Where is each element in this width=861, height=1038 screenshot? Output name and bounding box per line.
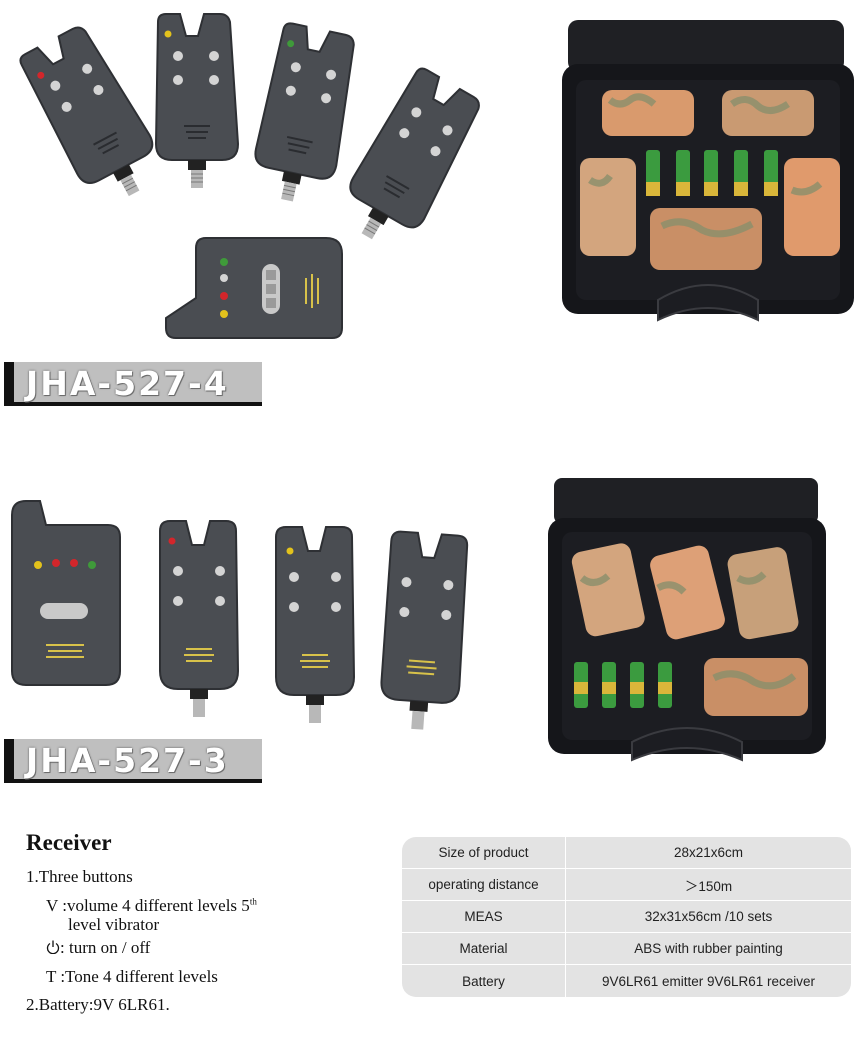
model-banner-jha-527-4: JHA-527-4: [4, 362, 262, 406]
spec-value: ＞150m: [684, 878, 733, 894]
receiver-heading: Receiver: [26, 830, 112, 855]
spec-key: Size of product: [438, 845, 529, 860]
ordinal-suffix: th: [249, 896, 257, 907]
spec-key: Material: [459, 941, 508, 956]
volume-text: V :volume 4 different levels 5: [46, 896, 250, 915]
carry-case-4: [562, 20, 854, 322]
receiver-battery-line: 2.Battery:9V 6LR61.: [26, 995, 170, 1014]
spec-key: operating distance: [428, 877, 539, 892]
spec-row: Size of product 28x21x6cm: [402, 837, 851, 869]
spec-row: Material ABS with rubber painting: [402, 933, 851, 965]
receiver-buttons-line: 1.Three buttons: [26, 867, 133, 886]
banner-background: [4, 362, 262, 406]
model-label: JHA-527-4: [26, 364, 229, 403]
spec-key: Battery: [462, 973, 505, 989]
carry-case-3: [548, 478, 826, 762]
spec-table: Size of product 28x21x6cm operating dist…: [402, 837, 851, 997]
receiver-volume-line: V :volume 4 different levels 5th: [46, 896, 257, 916]
receiver-vibrator-line: level vibrator: [68, 915, 160, 934]
banner-background: [4, 739, 262, 783]
model-banner-jha-527-3: JHA-527-3: [4, 739, 262, 783]
jha-527-4-alarm-set: [15, 13, 491, 339]
spec-row: MEAS 32x31x56cm /10 sets: [402, 901, 851, 933]
receiver-power-line: : turn on / off: [46, 938, 150, 958]
receiver-tone-line: T :Tone 4 different levels: [46, 967, 218, 986]
spec-row: operating distance ＞150m: [402, 869, 851, 901]
power-text: : turn on / off: [60, 938, 151, 957]
jha-527-3-alarm-set: [11, 500, 471, 733]
spec-value: 9V6LR61 emitter 9V6LR61 receiver: [601, 973, 816, 989]
spec-row: Battery 9V6LR61 emitter 9V6LR61 receiver: [402, 965, 851, 997]
spec-value: ABS with rubber painting: [634, 941, 783, 956]
spec-value: 28x21x6cm: [673, 845, 744, 860]
model-label: JHA-527-3: [26, 741, 229, 780]
spec-column-divider: [565, 837, 566, 997]
spec-key: MEAS: [464, 909, 503, 924]
power-icon: [46, 940, 60, 954]
spec-value: 32x31x56cm /10 sets: [644, 909, 773, 924]
